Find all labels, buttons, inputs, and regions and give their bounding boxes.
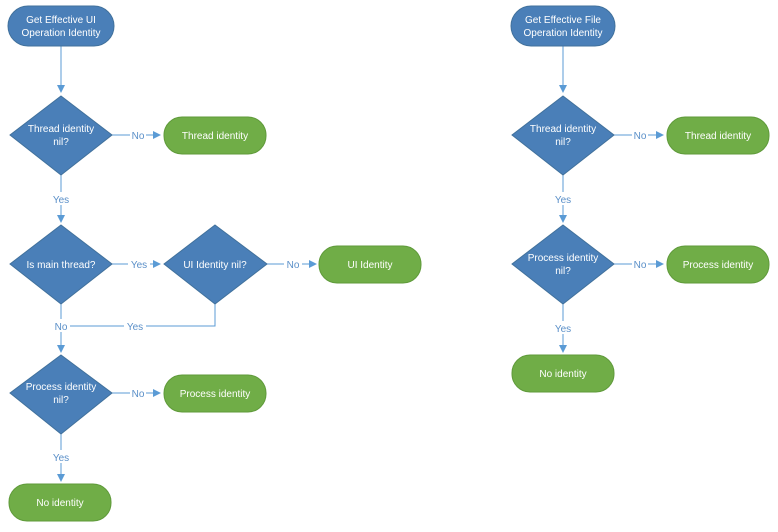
label-no: No: [287, 260, 300, 271]
decision-line-2: nil?: [555, 137, 571, 148]
right-start-node: Get Effective File Operation Identity: [510, 5, 616, 47]
left-thread-identity-decision: Thread identity nil?: [9, 95, 113, 176]
terminal-label: Thread identity: [182, 131, 248, 142]
label-no: No: [55, 322, 68, 333]
start-line-2: Operation Identity: [524, 28, 603, 39]
label-yes: Yes: [555, 195, 571, 206]
right-thread-identity-terminal: Thread identity: [666, 116, 770, 155]
terminal-label: UI Identity: [347, 260, 392, 271]
label-no: No: [132, 389, 145, 400]
right-flow: No Yes No Yes Get Effective File Operati…: [510, 5, 770, 393]
terminal-label: No identity: [539, 369, 586, 380]
left-flow: No Yes Yes No No Yes No Yes Get Effectiv…: [7, 5, 422, 522]
right-process-identity-decision: Process identity nil?: [511, 224, 615, 305]
decision-line-1: Process identity: [528, 253, 599, 264]
decision-label: Is main thread?: [27, 260, 96, 271]
left-start-node: Get Effective UI Operation Identity: [7, 5, 115, 47]
terminal-label: No identity: [36, 498, 83, 509]
label-no: No: [132, 131, 145, 142]
terminal-label: Thread identity: [685, 131, 751, 142]
decision-line-2: nil?: [555, 266, 571, 277]
left-process-identity-decision: Process identity nil?: [9, 354, 113, 435]
decision-line-2: nil?: [53, 137, 69, 148]
edge-ui-yes: [61, 304, 216, 327]
start-line-2: Operation Identity: [22, 28, 101, 39]
decision-line-2: nil?: [53, 395, 69, 406]
decision-line-1: Process identity: [26, 382, 97, 393]
right-no-identity-terminal: No identity: [511, 354, 615, 393]
right-process-identity-terminal: Process identity: [666, 245, 770, 284]
left-thread-identity-terminal: Thread identity: [163, 116, 267, 155]
terminal-label: Process identity: [683, 260, 754, 271]
start-line-1: Get Effective File: [525, 15, 601, 26]
decision-line-1: Thread identity: [530, 124, 596, 135]
decision-line-1: Thread identity: [28, 124, 94, 135]
terminal-label: Process identity: [180, 389, 251, 400]
label-yes: Yes: [53, 453, 69, 464]
label-no: No: [634, 260, 647, 271]
label-yes: Yes: [127, 322, 143, 333]
left-no-identity-terminal: No identity: [8, 483, 112, 522]
label-yes: Yes: [555, 324, 571, 335]
label-no: No: [634, 131, 647, 142]
start-line-1: Get Effective UI: [26, 15, 96, 26]
left-main-thread-decision: Is main thread?: [9, 224, 113, 305]
left-process-identity-terminal: Process identity: [163, 374, 267, 413]
label-yes: Yes: [131, 260, 147, 271]
left-ui-identity-decision: UI Identity nil?: [163, 224, 268, 305]
left-ui-identity-terminal: UI Identity: [318, 245, 422, 284]
right-thread-identity-decision: Thread identity nil?: [511, 95, 615, 176]
label-yes: Yes: [53, 195, 69, 206]
decision-label: UI Identity nil?: [183, 260, 247, 271]
